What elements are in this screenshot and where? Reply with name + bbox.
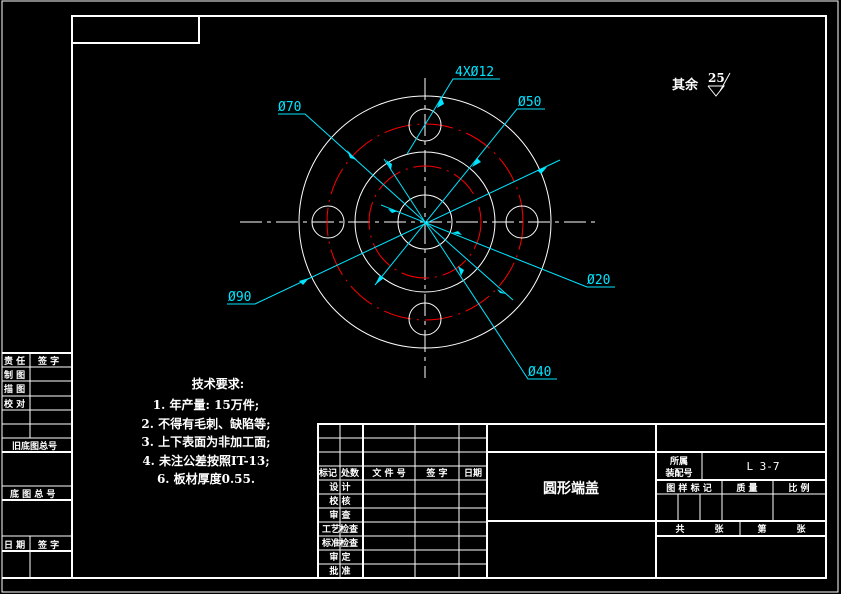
title-block: 标记 处数 文 件 号 签 字 日期 设 计 校 核 审 查 工艺检查 标准检查… [317,423,827,579]
bolt-hole-left [311,205,345,239]
outer-circle-d90 [298,95,552,349]
header-date: 日期 [464,467,482,479]
left-strip-traced: 描 图 [4,383,25,395]
drawing-number: L 3-7 [746,460,779,473]
bolt-hole-top [408,108,442,142]
tech-requirements-heading: 技术要求: [192,376,244,391]
tech-requirements: 技术要求: 1. 年产量: 15万件; 2. 不得有毛刺、缺陷等; 3. 上下表… [141,376,270,486]
belongs-label-line1: 所属 [670,455,688,467]
left-strip-drawn: 制 图 [4,369,25,381]
header-mark: 标记 [318,467,337,479]
bolt-circle-d70 [326,123,524,321]
stage-label: 图 样 标 记 [666,482,711,494]
sheets-label-2: 张 [796,523,806,535]
role-standard-check: 标准检查 [321,537,359,549]
dim-d50: Ø50 [518,95,541,110]
left-strip-signature: 签 字 [37,355,59,367]
left-strip-responsible: 责 任 [4,355,25,367]
roughness-label: 其余 [672,77,699,93]
role-process-check: 工艺检查 [322,523,359,535]
role-approval: 审 定 [329,551,351,563]
header-file-no: 文 件 号 [371,467,405,479]
dim-d40: Ø40 [528,365,551,380]
dim-bolt-holes: 4XØ12 [455,65,494,80]
left-strip-date-signature: 签 字 [37,539,59,551]
left-strip-date: 日 期 [4,539,25,551]
header-count: 处数 [340,467,360,479]
nth-label: 第 [757,523,766,535]
dim-d20: Ø20 [587,273,610,288]
tech-requirement-1: 1. 年产量: 15万件; [153,397,259,412]
role-check: 校 核 [329,495,350,507]
part-view [240,78,595,378]
sheets-label-1: 张 [714,523,724,535]
roughness-value: 25 [708,71,725,85]
scale-label: 比 例 [788,482,809,494]
left-strip-checked: 校 对 [4,398,25,410]
left-strip-base-no: 底 图 总 号 [10,488,55,500]
bolt-hole-right [505,205,539,239]
belongs-label-line2: 装配号 [664,467,692,479]
left-strip-old-base-no: 旧底图总号 [12,440,57,452]
bolt-hole-bottom [408,302,442,336]
total-label: 共 [675,523,684,535]
role-authorize: 批 准 [329,565,350,577]
tech-requirement-3: 3. 上下表面为非加工面; [141,434,270,449]
role-design: 设 计 [329,481,350,493]
top-left-box [71,15,200,44]
hidden-circle-d40 [368,165,482,279]
header-signature: 签 字 [425,467,447,479]
tech-requirement-6: 6. 板材厚度0.55. [157,471,255,486]
circle-d50 [354,151,496,293]
tech-requirement-2: 2. 不得有毛刺、缺陷等; [141,416,270,431]
roughness-note: 其余 25 [672,71,731,97]
dim-d90: Ø90 [228,290,251,305]
circle-d20 [397,194,453,250]
role-review: 审 查 [329,509,351,521]
left-strip: 责 任 签 字 制 图 描 图 校 对 旧底图总号 底 图 总 号 日 期 签 … [2,352,72,579]
mass-label: 质 量 [736,482,757,494]
tech-requirement-4: 4. 未注公差按照IT-13; [142,453,269,468]
dim-d70: Ø70 [278,100,301,115]
drawing-title: 圆形端盖 [543,480,599,497]
dimensions: 4XØ12 Ø70 Ø50 Ø90 Ø20 Ø40 [227,65,615,380]
